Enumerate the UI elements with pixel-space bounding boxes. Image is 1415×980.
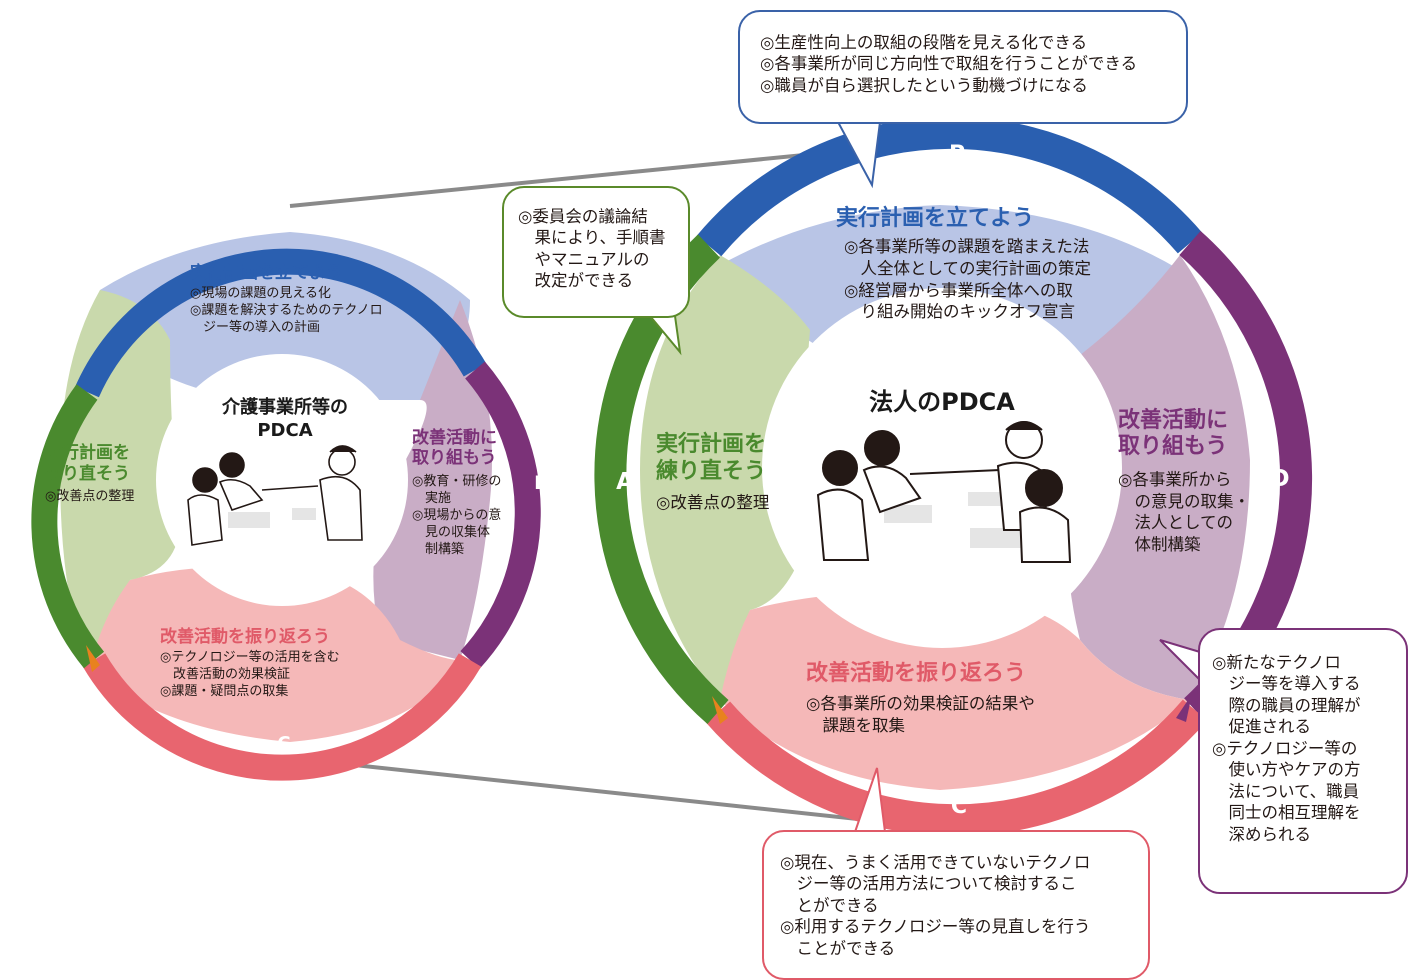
large-letter-p: P <box>948 142 966 167</box>
large-do-block: 改善活動に 取り組もう ◎各事業所から の意見の取集・ 法人としての 体制構築 <box>1118 408 1250 556</box>
small-act-arc <box>31 384 105 669</box>
large-check-block: 改善活動を振り返ろう ◎各事業所の効果検証の結果や 課題を取集 <box>806 655 1035 737</box>
large-plan-title: 実行計画を立てよう <box>836 206 1035 231</box>
small-plan-block: 実行計画を立てよう ◎現場の課題の見える化 ◎課題を解決するためのテクノロ ジー… <box>190 258 383 336</box>
small-center-circle <box>156 354 408 606</box>
small-check-block: 改善活動を振り返ろう ◎テクノロジー等の活用を含む 改善活動の効果検証 ◎課題・… <box>160 622 340 700</box>
large-plan-item: ◎経営層から事業所全体への取 り組み開始のキックオフ宣言 <box>844 280 1075 322</box>
small-letter-a: A <box>10 473 26 495</box>
large-center-title: 法人のPDCA <box>869 388 1015 416</box>
do-callout-text: ◎新たなテクノロ ジー等を導入する 際の職員の理解が 促進される ◎テクノロジー… <box>1212 653 1361 844</box>
large-check-fill <box>720 590 1190 790</box>
large-do-fill <box>1060 255 1250 700</box>
small-act-block: 実行計画を 練り直そう ◎改善点の整理 <box>45 443 134 505</box>
large-check-item: ◎各事業所の効果検証の結果や 課題を取集 <box>806 694 1035 735</box>
do-callout: ◎新たなテクノロ ジー等を導入する 際の職員の理解が 促進される ◎テクノロジー… <box>1198 628 1408 894</box>
small-check-item: ◎課題・疑問点の取集 <box>160 684 289 700</box>
small-letter-c: C <box>277 733 291 754</box>
act-callout-text: ◎委員会の議論結 果により、手順書 やマニュアルの 改定ができる <box>518 207 666 291</box>
large-plan-block: 実行計画を立てよう ◎各事業所等の課題を踏まえた法 人全体としての実行計画の策定… <box>836 200 1091 323</box>
callout-pointers <box>649 121 1201 833</box>
check-callout: ◎現在、うまく活用できていないテクノロ ジー等の活用方法について検討するこ とが… <box>762 830 1150 980</box>
small-plan-item: ◎課題を解決するためのテクノロ ジー等の導入の計画 <box>190 303 383 336</box>
small-act-title: 実行計画を 練り直そう <box>45 443 130 485</box>
small-meeting-icon <box>187 445 363 546</box>
act-callout: ◎委員会の議論結 果により、手順書 やマニュアルの 改定ができる <box>502 186 690 318</box>
small-plan-arc <box>75 248 487 398</box>
large-plan-item: ◎各事業所等の課題を踏まえた法 人全体としての実行計画の策定 <box>844 237 1092 278</box>
large-act-fill <box>640 255 810 700</box>
small-do-item: ◎教育・研修の 実施 <box>412 473 502 506</box>
small-check-arc <box>82 653 482 781</box>
large-letter-a: A <box>616 469 634 495</box>
large-do-title: 改善活動に 取り組もう <box>1118 408 1229 460</box>
small-center-title: 介護事業所等の PDCA <box>222 397 348 442</box>
small-check-fill <box>90 566 460 742</box>
large-check-title: 改善活動を振り返ろう <box>806 661 1027 686</box>
large-letter-d: D <box>1270 466 1290 492</box>
small-letter-d: D <box>534 472 550 494</box>
large-center-circle <box>762 288 1122 648</box>
small-do-block: 改善活動に 取り組もう ◎教育・研修の 実施 ◎現場からの意 見の収集体 制構築 <box>412 428 501 559</box>
large-do-item: ◎各事業所から の意見の取集・ 法人としての 体制構築 <box>1118 469 1250 555</box>
check-callout-text: ◎現在、うまく活用できていないテクノロ ジー等の活用方法について検討するこ とが… <box>780 853 1091 958</box>
small-plan-item: ◎現場の課題の見える化 <box>190 286 331 301</box>
small-do-item: ◎現場からの意 見の収集体 制構築 <box>412 508 502 558</box>
large-act-item: ◎改善点の整理 <box>656 492 770 512</box>
small-letter-p: P <box>279 206 293 227</box>
small-act-item: ◎改善点の整理 <box>45 488 135 504</box>
large-cycle <box>594 116 1313 837</box>
plan-callout: ◎生産性向上の取組の段階を見える化できる ◎各事業所が同じ方向性で取組を行うこと… <box>738 10 1188 124</box>
small-do-arc <box>460 361 541 669</box>
large-act-title: 実行計画を 練り直そう <box>656 432 767 484</box>
small-do-fill <box>373 300 492 660</box>
small-cycle <box>31 232 541 781</box>
small-check-item: ◎テクノロジー等の活用を含む 改善活動の効果検証 <box>160 650 340 683</box>
plan-callout-text: ◎生産性向上の取組の段階を見える化できる ◎各事業所が同じ方向性で取組を行うこと… <box>760 33 1138 95</box>
large-plan-arc <box>696 116 1203 257</box>
large-check-arc <box>705 699 1208 837</box>
large-meeting-icon <box>816 421 1072 563</box>
small-do-title: 改善活動に 取り組もう <box>412 428 497 469</box>
large-letter-c: C <box>950 794 968 819</box>
small-check-title: 改善活動を振り返ろう <box>160 627 330 647</box>
small-plan-title: 実行計画を立てよう <box>190 263 343 283</box>
large-act-block: 実行計画を 練り直そう ◎改善点の整理 <box>656 432 769 513</box>
